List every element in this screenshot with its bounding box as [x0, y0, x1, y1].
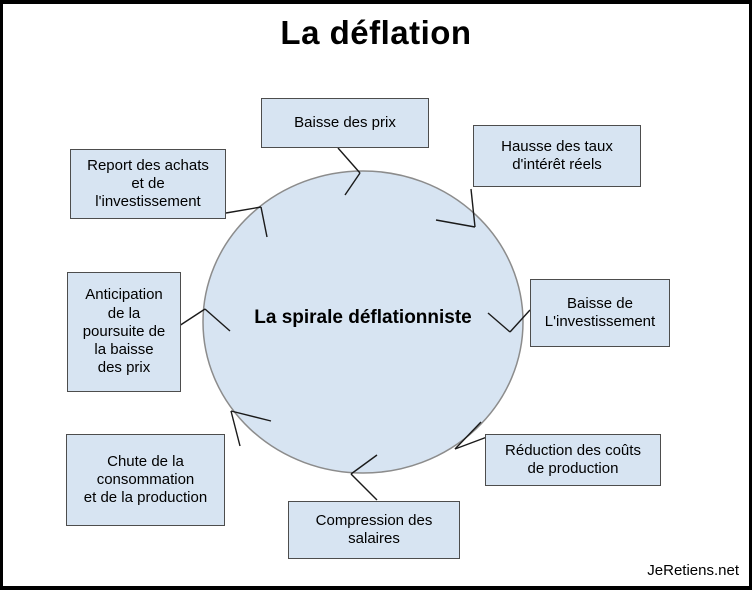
arrow-anticipation-to-circle	[178, 308, 231, 332]
spiral-circle	[202, 170, 524, 474]
node-report-achats-investissement: Report des achats et de l'investissement	[70, 149, 226, 219]
node-anticipation-baisse-prix: Anticipation de la poursuite de la baiss…	[67, 272, 181, 392]
arrow-report-achats-to-circle	[225, 206, 268, 238]
spiral-center-label: La spirale déflationniste	[254, 307, 472, 328]
node-baisse-des-prix: Baisse des prix	[261, 98, 429, 148]
node-hausse-taux-interet-reels: Hausse des taux d'intérêt réels	[473, 125, 641, 187]
arrow-reduction-couts-to-circle	[454, 421, 488, 450]
node-reduction-couts-production: Réduction des coûts de production	[485, 434, 661, 486]
deflation-spiral-graphic	[178, 147, 531, 501]
arrow-hausse-taux-to-circle	[435, 188, 476, 228]
node-baisse-de-investissement: Baisse de L'investissement	[530, 279, 670, 347]
node-chute-consommation-production: Chute de la consommation et de la produc…	[66, 434, 225, 526]
node-compression-salaires: Compression des salaires	[288, 501, 460, 559]
arrow-baisse-des-prix-to-circle	[337, 147, 361, 196]
watermark-jeretiens: JeRetiens.net	[647, 562, 739, 579]
arrow-chute-consommation-to-circle	[230, 410, 272, 447]
arrow-baisse-investissement-to-circle	[487, 309, 531, 333]
page-title: La déflation	[280, 14, 472, 51]
arrow-compression-salaires-to-circle	[350, 454, 378, 501]
